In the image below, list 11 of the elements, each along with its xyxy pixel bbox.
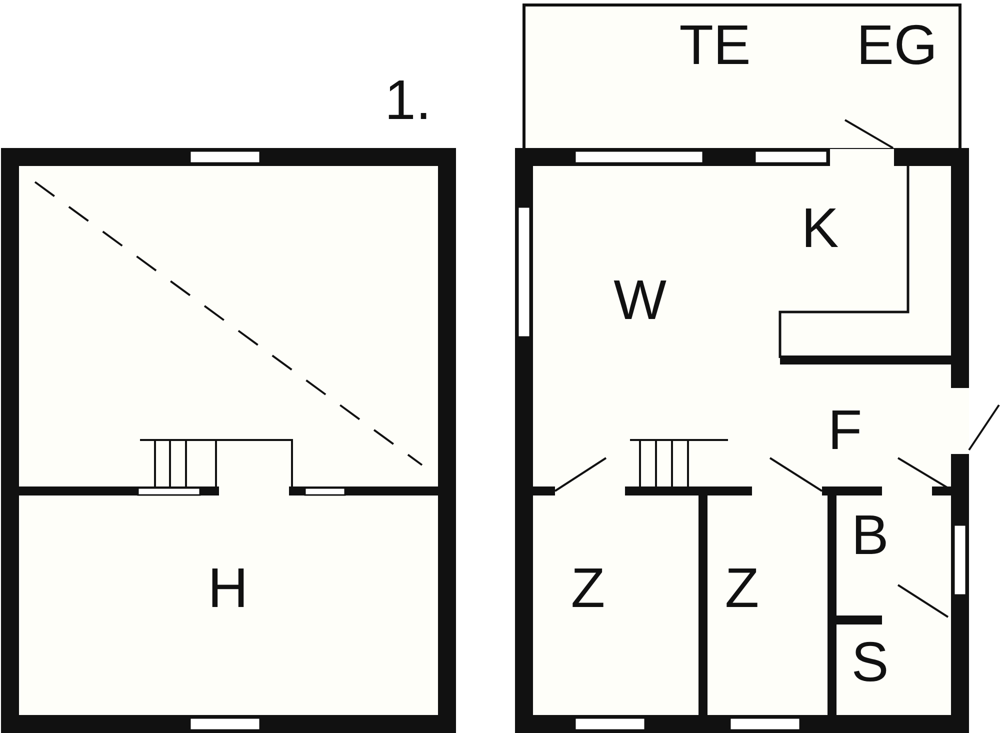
room-label: K	[801, 200, 839, 256]
room-label: W	[614, 272, 666, 328]
room-label: B	[851, 507, 889, 563]
room-label: TE	[679, 17, 751, 73]
room-label: S	[851, 634, 889, 690]
room-label: EG	[856, 17, 938, 73]
room-label: Z	[724, 560, 760, 616]
room-label: H	[208, 560, 248, 616]
room-label: F	[828, 402, 862, 458]
room-label: Z	[570, 560, 606, 616]
plan-number: 1.	[384, 72, 432, 128]
